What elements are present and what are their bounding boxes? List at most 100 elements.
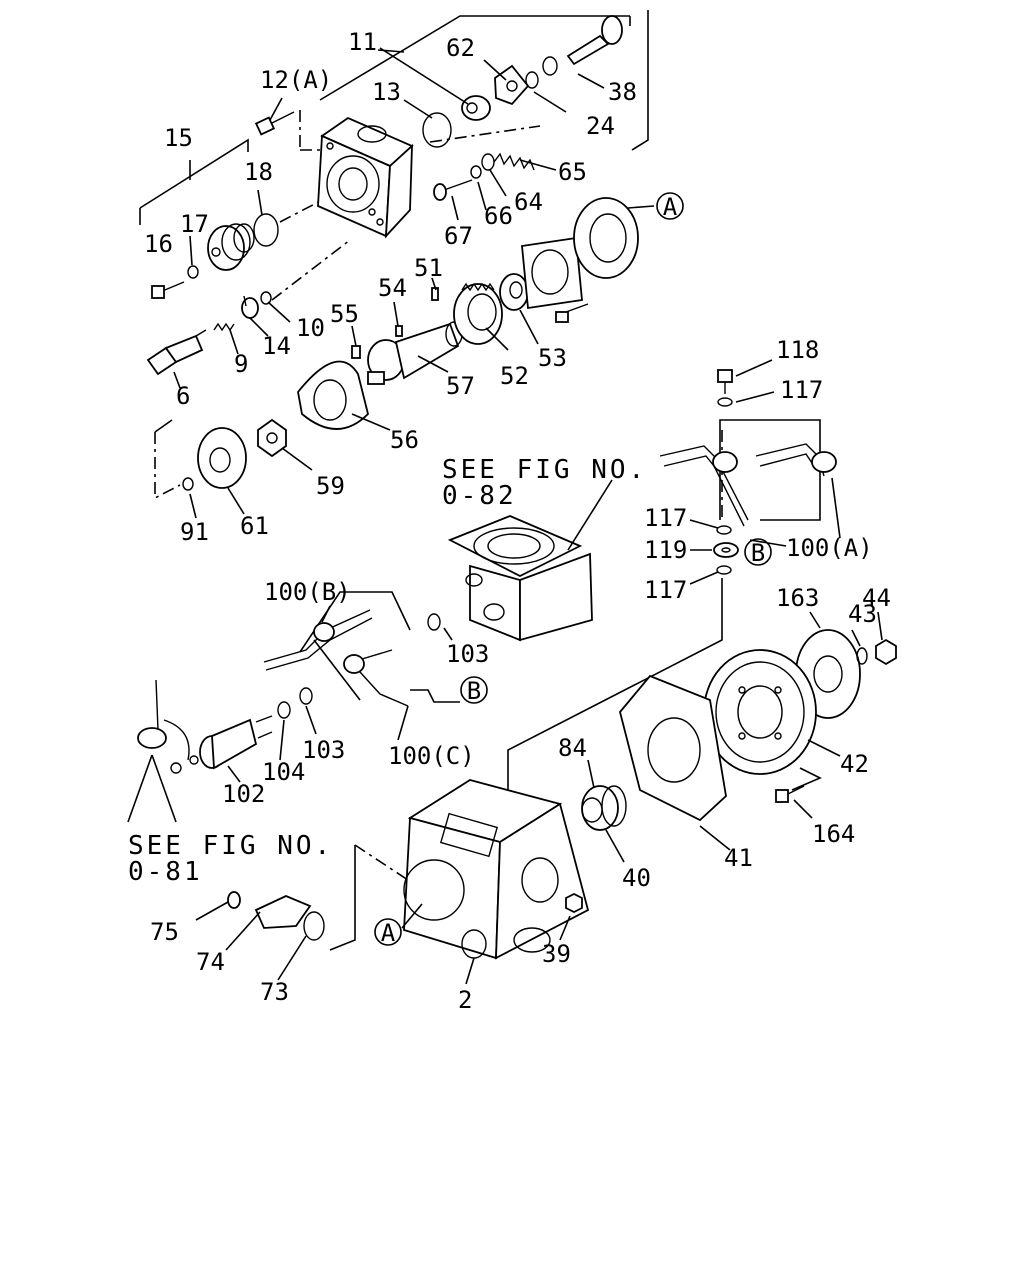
- svg-text:SEE FIG NO.: SEE FIG NO.: [442, 455, 647, 485]
- part-spring-9: [213, 322, 235, 332]
- part-label: 84: [558, 734, 587, 762]
- part-plate-24: [494, 56, 558, 106]
- part-spider-59: [257, 418, 287, 458]
- part-label: 100(B): [264, 578, 351, 606]
- part-ring-43: [856, 647, 868, 665]
- part-label: 118: [776, 336, 819, 364]
- part-label: 67: [444, 222, 473, 250]
- svg-text:SEE FIG NO.: SEE FIG NO.: [128, 831, 333, 861]
- part-rotor-56: [297, 360, 369, 430]
- part-pipe-100b: [263, 609, 373, 671]
- part-washer-117c: [716, 565, 732, 575]
- part-key-55: [351, 345, 361, 359]
- part-label: 75: [150, 918, 179, 946]
- part-labels: 11 12(A) 13 62 38 24 65 64 66 67 15 18 1…: [144, 28, 891, 1014]
- part-cover-a: [573, 197, 639, 279]
- part-label: 117: [644, 576, 687, 604]
- part-label: 43: [848, 600, 877, 628]
- part-label: 163: [776, 584, 819, 612]
- part-oring-104: [277, 701, 291, 719]
- part-plug-15: [207, 213, 279, 271]
- part-bushing-62: [461, 95, 491, 121]
- part-washer-117a: [717, 397, 733, 407]
- part-bolt-118: [717, 369, 733, 394]
- part-label: 51: [414, 254, 443, 282]
- part-label: 57: [446, 372, 475, 400]
- part-valve-14: [241, 295, 259, 319]
- svg-text:0-81: 0-81: [128, 857, 203, 887]
- part-label: 42: [840, 750, 869, 778]
- part-seal-84: [581, 785, 627, 831]
- part-key-51: [431, 287, 439, 301]
- part-pump-head: [447, 515, 593, 642]
- part-plate-a: [521, 236, 589, 323]
- part-oring-13: [422, 112, 452, 148]
- part-label: 103: [302, 736, 345, 764]
- leader-lines: [173, 47, 883, 985]
- part-nut-119: [713, 542, 739, 558]
- callout-b-left: B: [460, 676, 488, 705]
- part-label: 44: [862, 584, 891, 612]
- part-housing-2: [403, 779, 590, 960]
- part-label: 104: [262, 758, 305, 786]
- part-label: 18: [244, 158, 273, 186]
- part-label: 38: [608, 78, 637, 106]
- part-nut-39: [565, 892, 583, 914]
- part-label: 13: [372, 78, 401, 106]
- part-washer-103a: [427, 613, 441, 631]
- part-label: 100(C): [388, 742, 475, 770]
- callout-a-bottom: A: [374, 918, 402, 947]
- part-label: 100(A): [786, 534, 873, 562]
- part-label: 117: [780, 376, 823, 404]
- part-housing-11: [317, 116, 414, 239]
- part-label: 6: [176, 382, 190, 410]
- part-washer-53: [499, 273, 529, 311]
- part-label: 9: [234, 350, 248, 378]
- part-label: 66: [484, 202, 513, 230]
- part-label: 91: [180, 518, 209, 546]
- part-label: 16: [144, 230, 173, 258]
- part-label: 52: [500, 362, 529, 390]
- part-label: 11: [348, 28, 377, 56]
- part-label: 164: [812, 820, 855, 848]
- part-label: 117: [644, 504, 687, 532]
- part-key-54: [395, 325, 403, 337]
- part-label: 103: [446, 640, 489, 668]
- part-label: 39: [542, 940, 571, 968]
- svg-text:0-82: 0-82: [442, 481, 517, 511]
- svg-text:A: A: [663, 193, 678, 221]
- part-label: 40: [622, 864, 651, 892]
- part-bolt-164: [775, 785, 805, 803]
- part-gear-42: [703, 649, 817, 775]
- part-gear-52: [453, 282, 503, 345]
- part-cover-74: [254, 895, 312, 929]
- part-bolt-75: [227, 891, 241, 909]
- part-label: 24: [586, 112, 615, 140]
- part-label: 74: [196, 948, 225, 976]
- part-label: 14: [262, 332, 291, 360]
- part-label: 56: [390, 426, 419, 454]
- part-bolt-67: [433, 165, 482, 201]
- part-oring-73: [303, 911, 325, 941]
- part-label: 73: [260, 978, 289, 1006]
- svg-text:B: B: [751, 539, 765, 567]
- reference-fig-0-82: SEE FIG NO. 0-82: [442, 455, 647, 511]
- part-pin-38: [566, 15, 623, 66]
- part-label: 59: [316, 472, 345, 500]
- part-sensor-fig81: [137, 679, 199, 774]
- callout-b-right: B: [744, 538, 772, 567]
- part-label: 64: [514, 188, 543, 216]
- part-washer-91: [182, 477, 194, 491]
- part-label: 102: [222, 780, 265, 808]
- part-label: 62: [446, 34, 475, 62]
- part-label: 10: [296, 314, 325, 342]
- part-bolt-12a: [254, 111, 295, 136]
- part-label: 53: [538, 344, 567, 372]
- part-label: 119: [644, 536, 687, 564]
- part-label: 2: [458, 986, 472, 1014]
- part-plate-41: [619, 674, 727, 822]
- part-connector-102: [199, 715, 273, 770]
- group-brackets: [127, 10, 822, 951]
